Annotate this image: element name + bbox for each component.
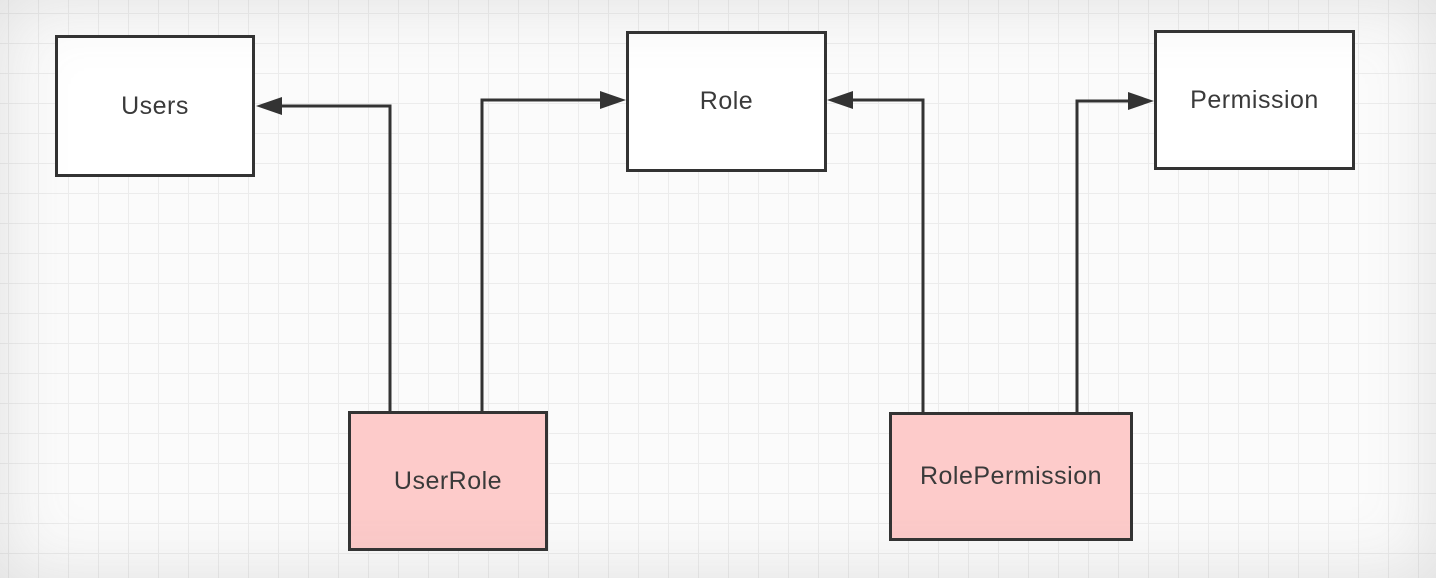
arrowhead-right-icon <box>1128 92 1154 110</box>
connector-rolepermission-to-permission[interactable] <box>1075 92 1154 412</box>
node-users[interactable]: Users <box>55 35 255 177</box>
arrowhead-left-icon <box>256 97 282 115</box>
node-role-label: Role <box>699 87 754 115</box>
connector-userrole-to-role[interactable] <box>480 91 626 411</box>
node-rolepermission[interactable]: RolePermission <box>889 412 1133 541</box>
connector-userrole-to-users[interactable] <box>256 97 392 411</box>
node-permission-label: Permission <box>1190 85 1319 114</box>
node-userrole-label: UserRole <box>393 466 503 495</box>
connector-rolepermission-to-role[interactable] <box>827 91 925 412</box>
node-permission[interactable]: Permission <box>1154 30 1355 170</box>
node-role[interactable]: Role <box>626 31 827 172</box>
node-users-label: Users <box>121 91 189 120</box>
arrowhead-left-icon <box>827 91 853 109</box>
arrowhead-right-icon <box>600 91 626 109</box>
node-userrole[interactable]: UserRole <box>348 411 548 551</box>
node-rolepermission-label: RolePermission <box>919 462 1103 490</box>
